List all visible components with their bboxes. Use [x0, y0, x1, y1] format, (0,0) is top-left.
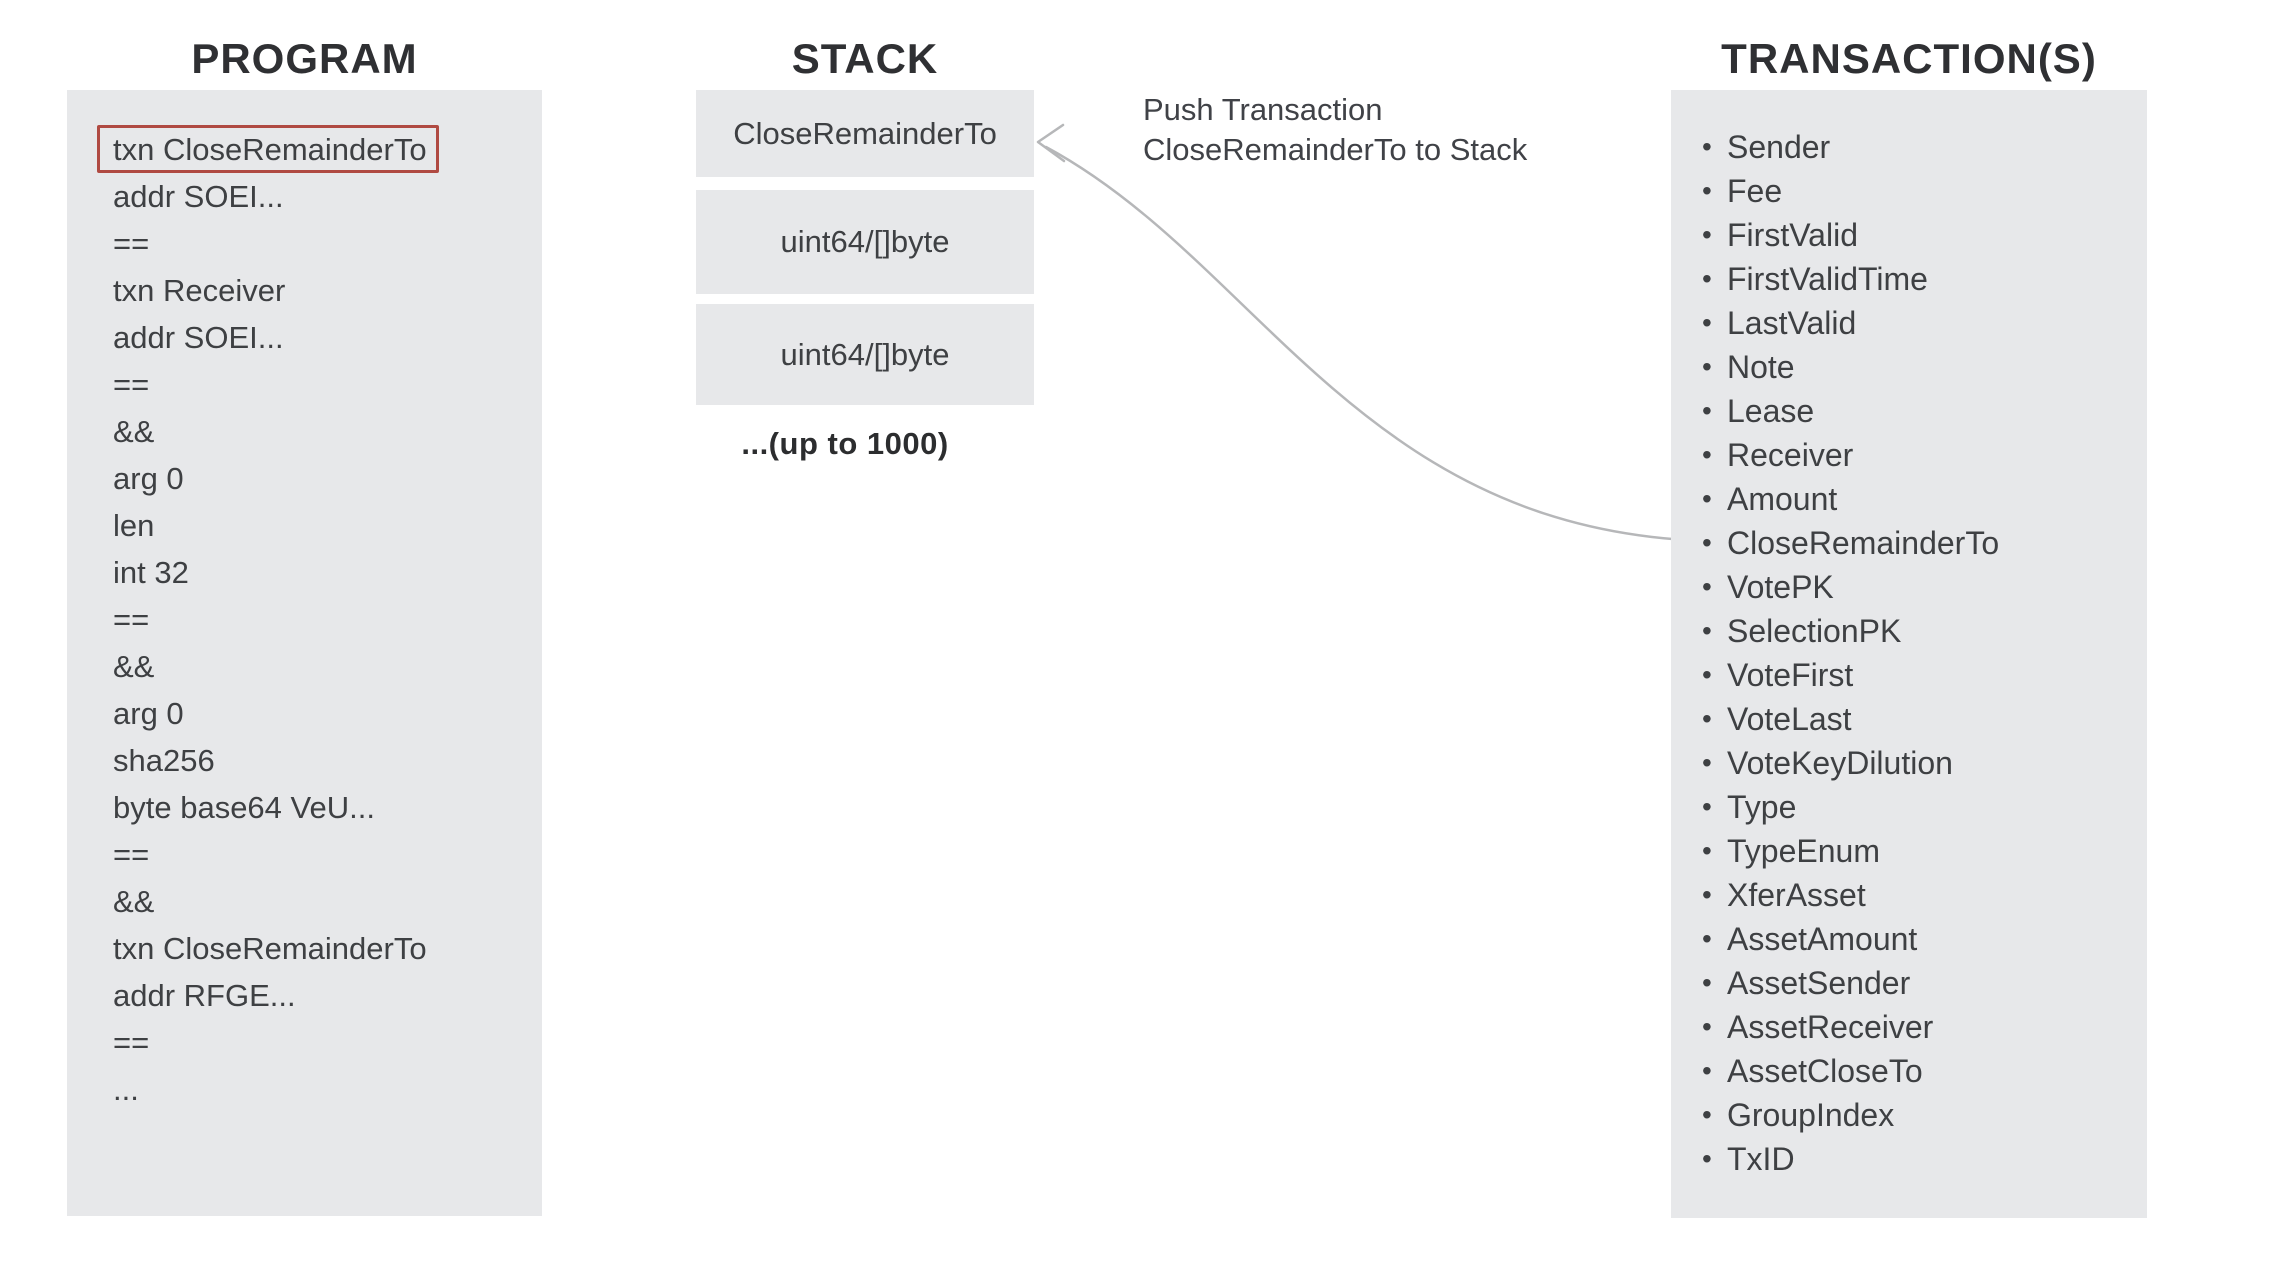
program-code-line: txn CloseRemainderTo [113, 132, 427, 167]
program-code-line: txn Receiver [113, 273, 286, 308]
program-code-line: == [113, 367, 150, 402]
transaction-field-item: TypeEnum [1702, 829, 2132, 873]
program-code-line: byte base64 VeU... [113, 790, 375, 825]
transaction-fields-list: SenderFeeFirstValidFirstValidTimeLastVal… [1702, 125, 2132, 1181]
stack-slot: uint64/[]byte [696, 190, 1034, 294]
transaction-field-item: AssetSender [1702, 961, 2132, 1005]
program-code-line: arg 0 [113, 461, 184, 496]
transaction-field-item: Lease [1702, 389, 2132, 433]
program-code-line: && [113, 884, 155, 919]
program-code-line: addr SOEI... [113, 320, 284, 355]
transaction-field-item: XferAsset [1702, 873, 2132, 917]
transaction-field-item: AssetReceiver [1702, 1005, 2132, 1049]
transaction-field-item: Sender [1702, 125, 2132, 169]
stack-slot: CloseRemainderTo [696, 90, 1034, 177]
program-code-line: == [113, 602, 150, 637]
program-panel [67, 90, 542, 1216]
program-code-line: int 32 [113, 555, 189, 590]
stack-column-title: STACK [791, 35, 939, 82]
push-arrow-curve [1044, 145, 1708, 543]
transaction-field-item: TxID [1702, 1137, 2132, 1181]
program-code-line: txn CloseRemainderTo [113, 931, 427, 966]
program-code-line: == [113, 837, 150, 872]
transaction-field-item: LastValid [1702, 301, 2132, 345]
transaction-field-item: Fee [1702, 169, 2132, 213]
transaction-field-item: SelectionPK [1702, 609, 2132, 653]
transaction-field-item: AssetCloseTo [1702, 1049, 2132, 1093]
program-code-line: arg 0 [113, 696, 184, 731]
stack-capacity-note: ...(up to 1000) [741, 426, 949, 461]
transaction-field-item: VoteFirst [1702, 653, 2132, 697]
push-arrow-head [1036, 123, 1066, 163]
program-column-title: PROGRAM [191, 35, 418, 82]
transaction-field-item: Type [1702, 785, 2132, 829]
program-code-line: len [113, 508, 155, 543]
program-code-line: && [113, 414, 155, 449]
transaction-field-item: VotePK [1702, 565, 2132, 609]
program-code-line: && [113, 649, 155, 684]
program-code-line: ... [113, 1072, 139, 1107]
program-code-lines: txn CloseRemainderTo addr SOEI... == txn Re… [113, 126, 533, 1113]
transaction-field-item: CloseRemainderTo [1702, 521, 2132, 565]
push-annotation-line1: Push Transaction [1143, 92, 1383, 127]
program-code-line: addr RFGE... [113, 978, 296, 1013]
transaction-field-item: Note [1702, 345, 2132, 389]
transaction-field-item: AssetAmount [1702, 917, 2132, 961]
transaction-field-item: FirstValid [1702, 213, 2132, 257]
program-code-line: addr SOEI... [113, 179, 284, 214]
program-code-line: == [113, 1025, 150, 1060]
transaction-field-item: VoteLast [1702, 697, 2132, 741]
program-code-line: == [113, 226, 150, 261]
transaction-field-item: GroupIndex [1702, 1093, 2132, 1137]
push-annotation-line2: CloseRemainderTo to Stack [1143, 132, 1528, 167]
transaction-field-item: Receiver [1702, 433, 2132, 477]
stack-slot: uint64/[]byte [696, 304, 1034, 405]
highlighted-instruction-box [97, 125, 439, 173]
transaction-field-item: FirstValidTime [1702, 257, 2132, 301]
program-code-line: sha256 [113, 743, 215, 778]
transaction-field-item: Amount [1702, 477, 2132, 521]
transaction-field-item: VoteKeyDilution [1702, 741, 2132, 785]
transactions-column-title: TRANSACTION(S) [1721, 35, 2097, 82]
push-annotation: Push Transaction CloseRemainderTo to Sta… [1143, 90, 1527, 170]
